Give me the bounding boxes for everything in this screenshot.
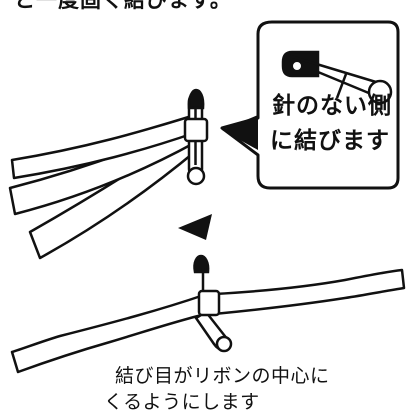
knot-band-top <box>183 117 209 143</box>
pin-coil <box>186 166 206 186</box>
callout-bubble <box>220 20 400 190</box>
pin-head-clasp <box>187 88 205 110</box>
pin-detail-coil <box>367 79 393 105</box>
callout-text-line2: に結びます <box>270 128 390 154</box>
pin-detail-bar-bottom <box>317 70 377 98</box>
caption-bottom-line2: くるようにします <box>104 391 260 413</box>
callout-text-line1: 針のない側 <box>272 93 392 119</box>
safety-pin-detail <box>281 50 393 105</box>
pin-bottom-head <box>193 254 210 274</box>
pin-detail-leader <box>335 73 348 99</box>
caption-bottom-line1: 結び目がリボンの中心に <box>115 365 330 387</box>
safety-pin-bottom <box>193 254 233 353</box>
ribbon-strand-upper <box>10 113 199 180</box>
step-arrow-icon <box>178 214 212 240</box>
ribbon-left-arm <box>10 293 208 374</box>
ribbon-strands-top <box>8 113 199 260</box>
pin-detail-head <box>281 50 320 78</box>
knot-band-bottom <box>197 289 221 317</box>
callout-pointer <box>222 115 258 150</box>
ribbon-right-arm <box>212 268 406 316</box>
callout-outline <box>220 20 400 190</box>
ribbon-long-bottom <box>10 268 406 374</box>
caption-top: と一度固く結びます。 <box>14 0 232 12</box>
pin-detail-bar-top <box>289 54 377 84</box>
pin-bottom-coil <box>215 335 233 353</box>
pin-detail-hole <box>293 62 301 70</box>
